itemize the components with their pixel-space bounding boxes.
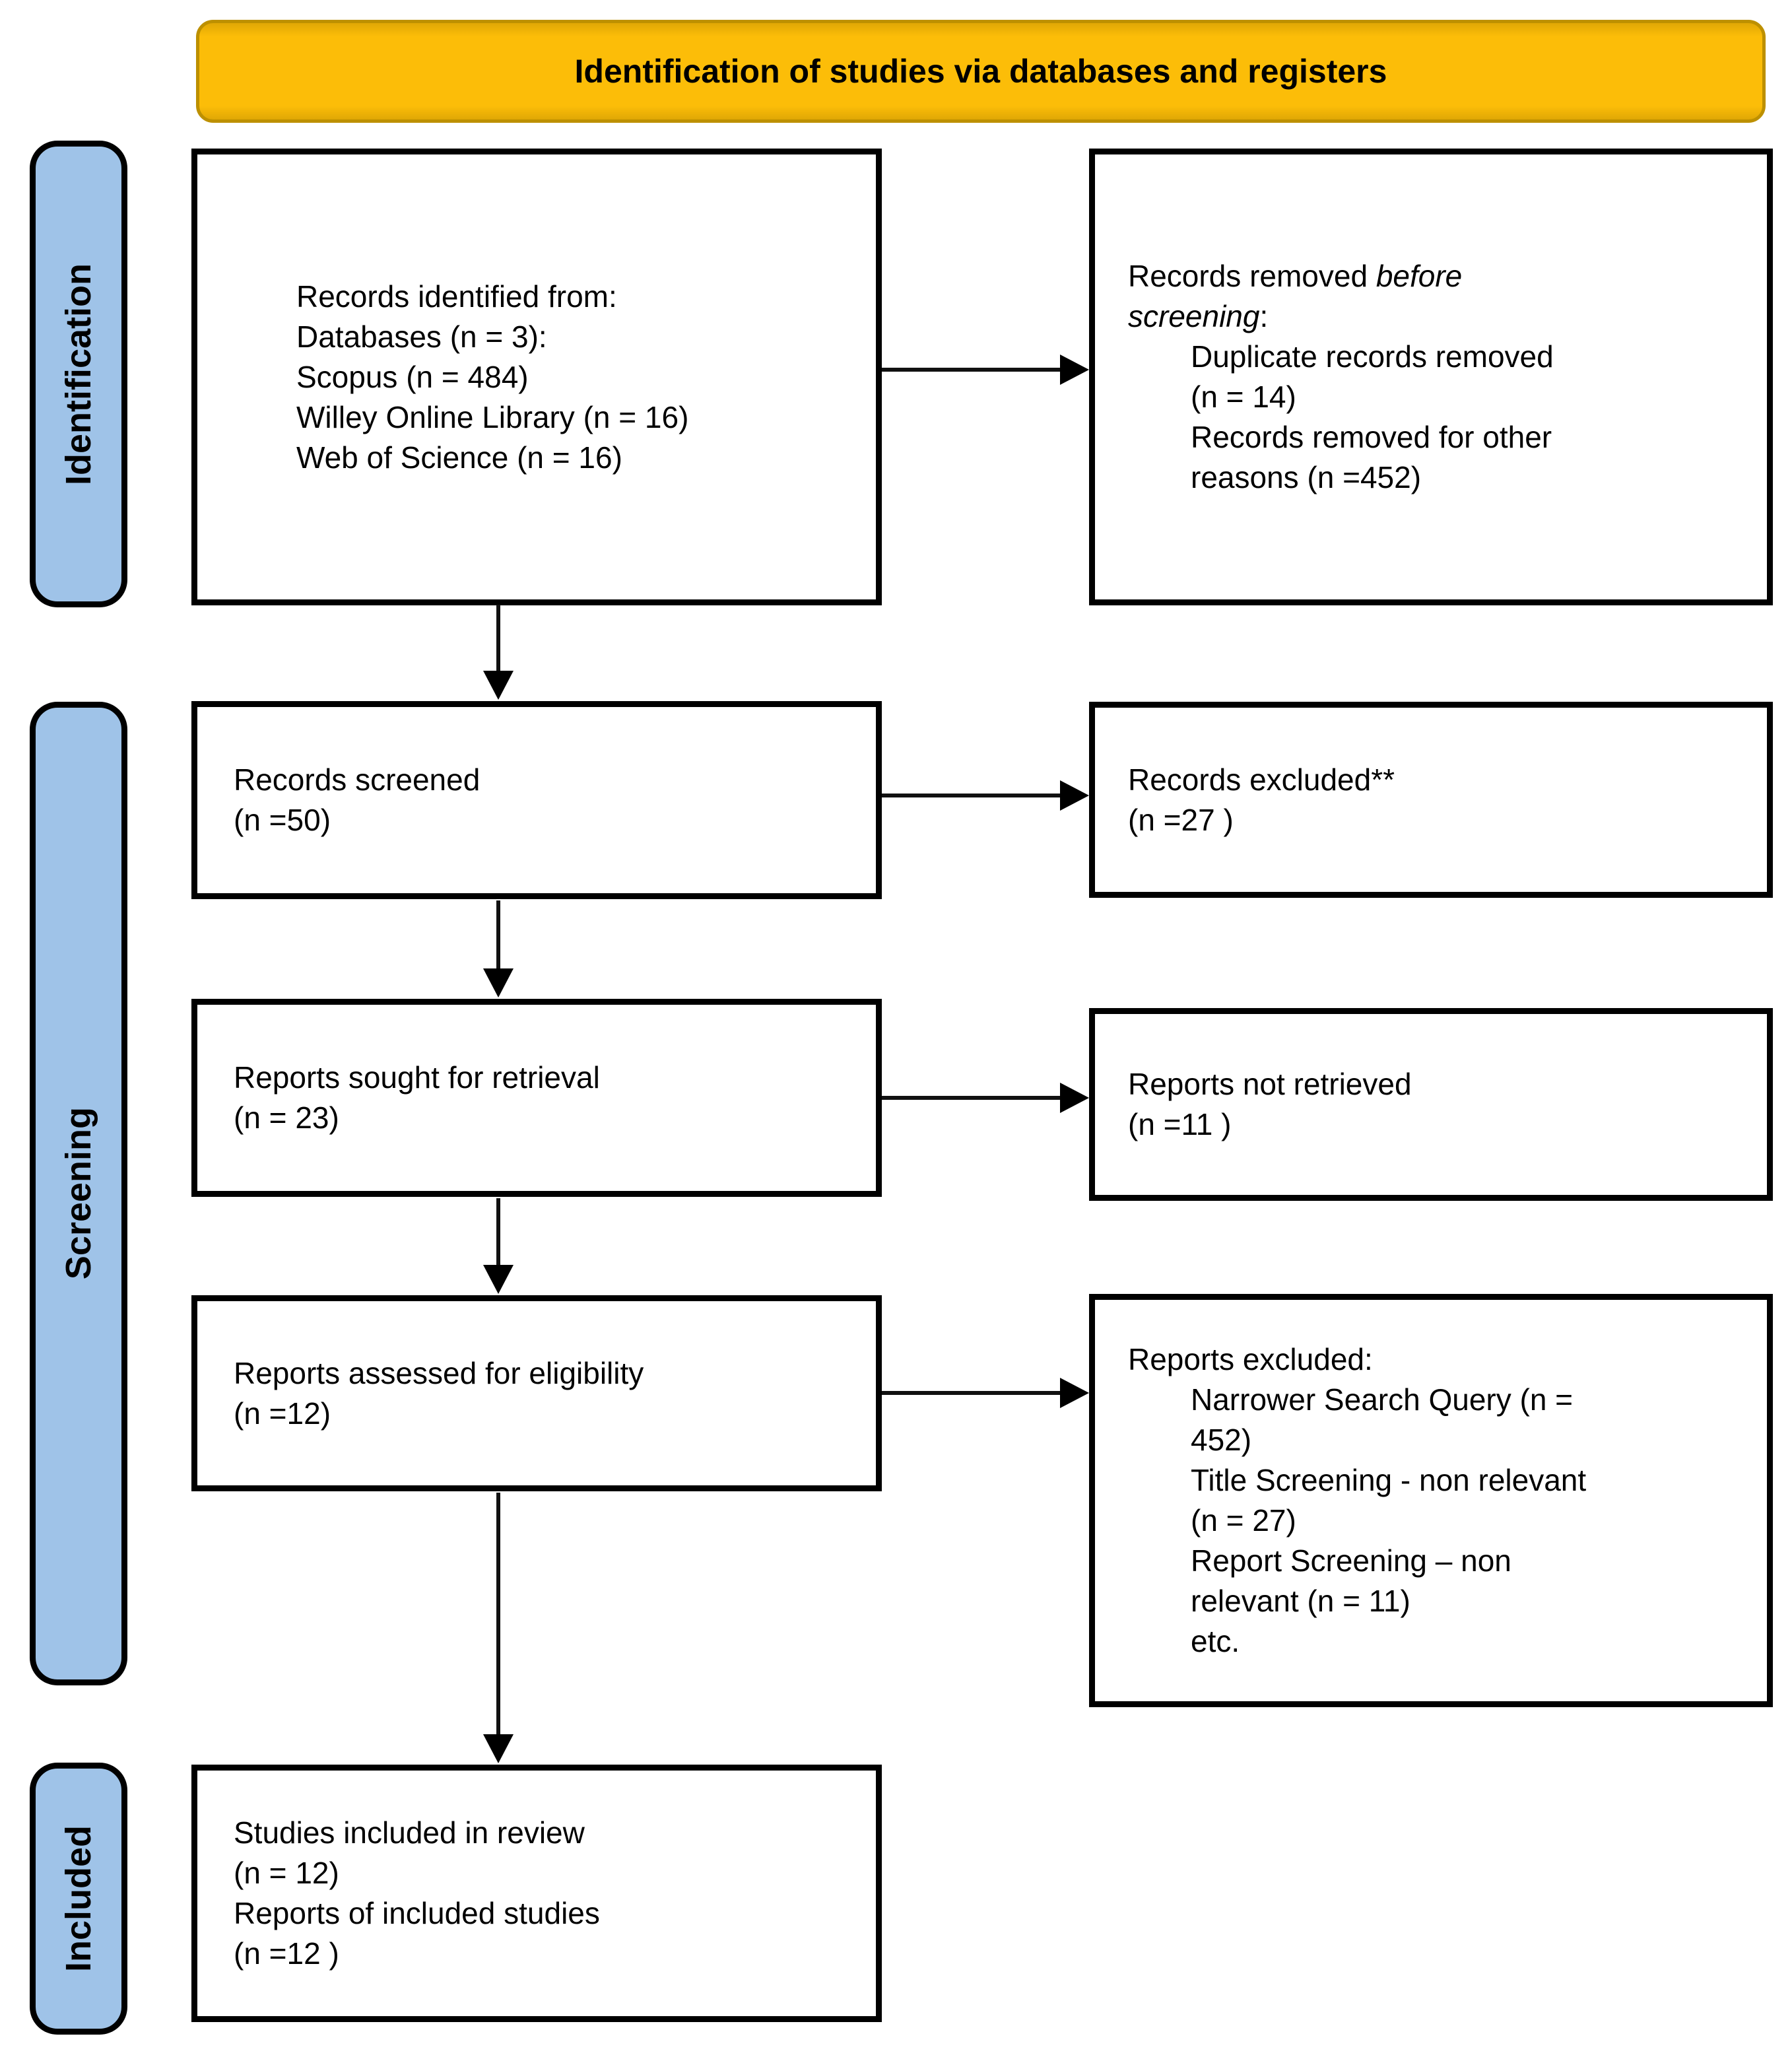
stage-bar-identification: Identification <box>30 141 127 607</box>
box-records-identified: Records identified from: Databases (n = … <box>191 149 882 605</box>
right-arrow-identified-to-removed <box>882 368 1060 372</box>
box-line: Scopus (n = 484) <box>296 359 529 394</box>
box-line: Web of Science (n = 16) <box>296 440 622 475</box>
box-line: Records excluded** <box>1128 762 1395 797</box>
box-line: (n = 27) <box>1191 1503 1296 1538</box>
box-line: (n =12 ) <box>234 1936 339 1971</box>
stage-bar-included: Included <box>30 1763 127 2035</box>
box-line: Duplicate records removed <box>1191 339 1554 374</box>
down-arrow-screened-to-sought <box>496 900 500 970</box>
stage-label-included: Included <box>59 1825 98 1972</box>
box-line: Title Screening - non relevant <box>1191 1463 1587 1497</box>
right-arrow-sought-to-not-retrieved <box>882 1096 1060 1100</box>
box-line: (n =50) <box>234 803 331 837</box>
box-records-excluded: Records excluded** (n =27 ) <box>1089 702 1773 898</box>
box-line: Databases (n = 3): <box>296 319 547 354</box>
stage-bar-screening: Screening <box>30 702 127 1685</box>
right-arrow-assessed-to-reports-excluded <box>882 1391 1060 1395</box>
stage-label-screening: Screening <box>59 1107 98 1280</box>
down-arrow-assessed-to-included <box>496 1493 500 1736</box>
box-studies-included-in-review: Studies included in review (n = 12) Repo… <box>191 1765 882 2022</box>
box-line: (n = 14) <box>1191 380 1296 414</box>
box-records-screened: Records screened (n =50) <box>191 701 882 899</box>
box-reports-excluded: Reports excluded: Narrower Search Query … <box>1089 1294 1773 1707</box>
banner-title: Identification of studies via databases … <box>574 53 1387 90</box>
box-line: Records identified from: <box>296 279 617 314</box>
box-line: screening: <box>1128 299 1269 333</box>
box-reports-not-retrieved: Reports not retrieved (n =11 ) <box>1089 1008 1773 1201</box>
box-line: Report Screening – non <box>1191 1543 1511 1578</box>
box-line: reasons (n =452) <box>1191 460 1422 494</box>
box-line: relevant (n = 11) <box>1191 1584 1410 1618</box>
down-arrow-sought-to-assessed <box>496 1198 500 1266</box>
box-records-removed-before-screening: Records removed before screening: Duplic… <box>1089 149 1773 605</box>
box-line: Narrower Search Query (n = <box>1191 1382 1574 1417</box>
box-line: (n =11 ) <box>1128 1107 1232 1141</box>
right-arrow-screened-to-excluded <box>882 794 1060 797</box>
box-line: Reports excluded: <box>1128 1342 1373 1376</box>
box-line: Studies included in review <box>234 1815 585 1850</box>
box-line: (n = 12) <box>234 1856 339 1890</box>
down-arrow-identified-to-screened <box>496 605 500 672</box>
box-line: Reports of included studies <box>234 1896 600 1930</box>
box-reports-sought-for-retrieval: Reports sought for retrieval (n = 23) <box>191 999 882 1197</box>
box-line: Records screened <box>234 762 481 797</box>
box-line: Records removed before <box>1128 259 1463 293</box>
box-line: Reports sought for retrieval <box>234 1060 600 1095</box>
box-line: (n =27 ) <box>1128 802 1234 837</box>
box-line: Willey Online Library (n = 16) <box>296 399 689 434</box>
box-line: etc. <box>1191 1624 1240 1658</box>
banner: Identification of studies via databases … <box>196 20 1766 123</box>
box-line: Records removed for other <box>1191 420 1552 454</box>
box-line: (n =12) <box>234 1396 331 1431</box>
box-line: Reports not retrieved <box>1128 1067 1412 1101</box>
box-reports-assessed-for-eligibility: Reports assessed for eligibility (n =12) <box>191 1295 882 1491</box>
box-line: (n = 23) <box>234 1100 339 1135</box>
stage-label-identification: Identification <box>59 263 98 485</box>
box-line: Reports assessed for eligibility <box>234 1355 644 1390</box>
box-line: 452) <box>1191 1423 1252 1457</box>
